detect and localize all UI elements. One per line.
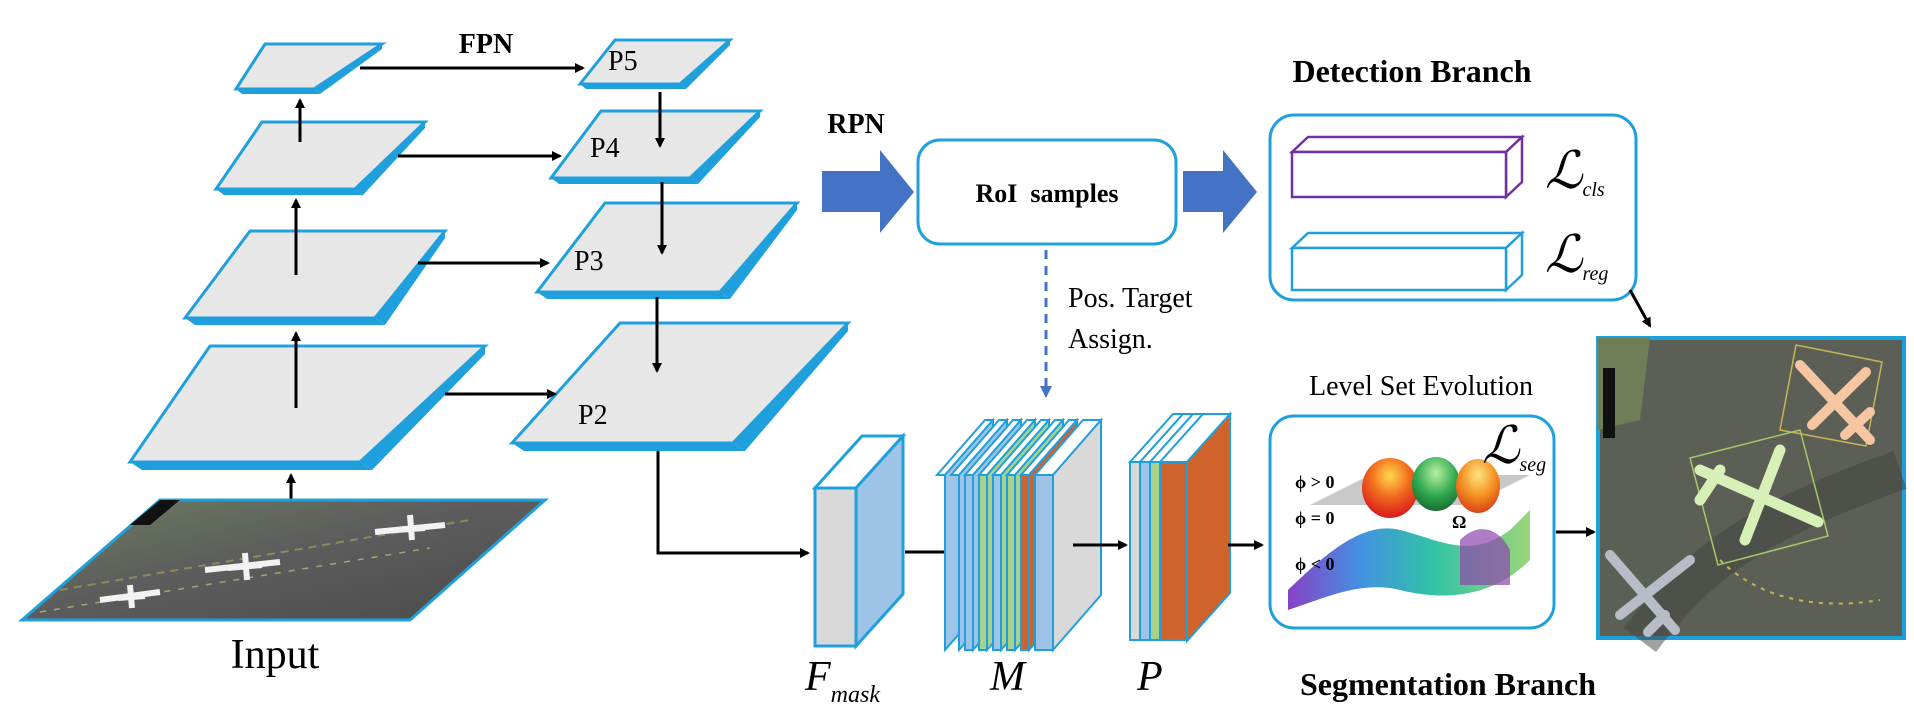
fpn-level-p5: P5	[576, 38, 734, 89]
m-feature-stack	[934, 417, 1104, 653]
reg-head-block	[1288, 230, 1526, 293]
fmask-label: Fmask	[804, 654, 880, 708]
plane-icon	[1605, 550, 1695, 637]
input-image	[17, 498, 549, 622]
p-label: P	[1136, 654, 1163, 700]
cls-head-block	[1288, 134, 1526, 200]
roi-label: RoI samples	[975, 179, 1118, 208]
detection-to-output-arrow	[1628, 289, 1652, 328]
plane-icon	[1694, 444, 1824, 546]
roi-box	[916, 138, 1178, 246]
fmask-block	[811, 432, 907, 650]
plane-icon	[99, 584, 161, 609]
fpn-level-p3: P3	[533, 201, 801, 299]
assign-label-line2: Assign.	[1068, 324, 1153, 355]
phi-zero: ϕ = 0	[1295, 508, 1335, 528]
detection-box-overlay	[1779, 344, 1883, 447]
backbone-pyramid	[127, 42, 489, 545]
phi-positive: ϕ > 0	[1295, 472, 1335, 492]
detection-arrow	[1183, 150, 1257, 233]
omega-label: Ω	[1452, 512, 1466, 532]
cls-loss: ℒcls	[1545, 143, 1605, 201]
phi-negative: ϕ < 0	[1295, 554, 1335, 574]
output-image	[1596, 336, 1907, 653]
plane-icon	[204, 552, 281, 581]
segmentation-title: Segmentation Branch	[1300, 666, 1596, 702]
fpn-pyramid: P5 P4 P3 P2	[360, 38, 852, 558]
levelset-surface-plot	[1288, 457, 1530, 610]
rpn-label: RPN	[827, 109, 885, 140]
detection-box-overlay	[1689, 429, 1829, 566]
fpn-level-p2: P2	[508, 321, 852, 451]
fpn-label-p5: P5	[608, 46, 638, 77]
seg-loss: ℒseg	[1482, 418, 1546, 476]
rpn-arrow	[822, 150, 914, 233]
detection-title: Detection Branch	[1292, 53, 1531, 89]
backbone-layer-3	[213, 120, 429, 195]
levelset-title: Level Set Evolution	[1309, 371, 1533, 402]
backbone-layer-4	[233, 42, 387, 94]
reg-loss: ℒreg	[1545, 227, 1608, 285]
p2-to-fmask-arrow	[656, 451, 810, 558]
m-label: M	[989, 654, 1027, 700]
plane-icon	[1795, 360, 1875, 445]
fpn-label-p3: P3	[574, 246, 604, 277]
fpn-level-p4: P4	[548, 109, 764, 184]
input-label: Input	[231, 632, 320, 678]
fpn-label-p4: P4	[590, 133, 620, 164]
backbone-layer-2	[182, 229, 449, 325]
fpn-label-p2: P2	[578, 400, 608, 431]
assign-label-line1: Pos. Target	[1068, 283, 1193, 314]
p-feature-stack	[1127, 411, 1233, 644]
fpn-title: FPN	[459, 29, 513, 60]
plane-icon	[374, 514, 446, 541]
backbone-layer-1	[127, 344, 489, 470]
